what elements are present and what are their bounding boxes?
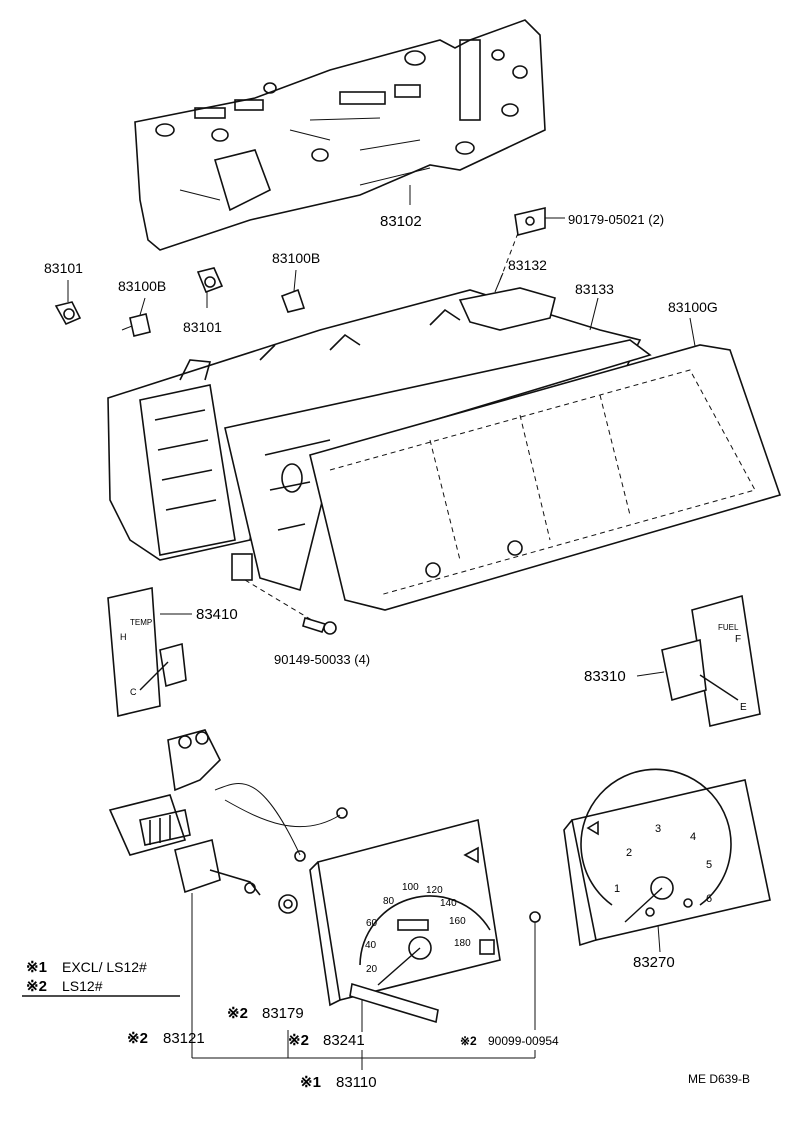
mounting-screw	[231, 553, 337, 635]
label-83270: 83270	[633, 954, 675, 971]
label-83121-mark: ※2	[127, 1030, 148, 1047]
speedo-40: 40	[365, 940, 377, 951]
tachometer-83270: 1 2 3 4 5 6	[563, 768, 771, 953]
fuel-e-mark: E	[740, 702, 747, 713]
label-83241-mark: ※2	[288, 1032, 309, 1049]
screw-plate	[499, 206, 565, 281]
bulb-socket-83101-right	[196, 267, 224, 308]
note2-text: LS12#	[62, 978, 103, 994]
speedometer-drive-83121	[108, 729, 348, 896]
tacho-4: 4	[690, 831, 696, 843]
fuel-f-mark: F	[735, 634, 741, 645]
label-83241: 83241	[323, 1032, 365, 1049]
speedo-140: 140	[440, 898, 457, 909]
label-90099-mark: ※2	[460, 1034, 477, 1048]
speedo-20: 20	[366, 964, 378, 975]
label-83110: 83110	[336, 1074, 377, 1091]
fuel-gauge-label: FUEL	[718, 623, 739, 632]
speedo-180: 180	[454, 938, 471, 949]
speedo-60: 60	[366, 918, 378, 929]
temp-c-mark: C	[130, 687, 137, 697]
label-83101-right: 83101	[183, 319, 222, 335]
label-83133: 83133	[575, 281, 614, 297]
bulb-socket-83101-left	[54, 280, 82, 326]
label-83310: 83310	[584, 668, 626, 685]
cluster-glass-83100G	[309, 317, 782, 611]
label-83100B-right: 83100B	[272, 250, 320, 266]
tacho-5: 5	[706, 859, 712, 871]
screw-90099	[529, 911, 541, 1030]
fuel-gauge-83310: FUEL F E	[636, 594, 761, 727]
bulb-83100B-right	[280, 269, 306, 313]
printed-circuit-board	[134, 19, 546, 251]
label-90179: 90179-05021 (2)	[568, 212, 664, 227]
label-83121: 83121	[163, 1030, 205, 1047]
tacho-1: 1	[614, 883, 620, 895]
label-83179: 83179	[262, 1005, 304, 1022]
reference-code: ME D639-B	[688, 1072, 750, 1086]
label-83100B-left: 83100B	[118, 278, 166, 294]
label-90149: 90149-50033 (4)	[274, 652, 370, 667]
tacho-2: 2	[626, 847, 632, 859]
temp-h-mark: H	[120, 632, 127, 642]
label-83410: 83410	[196, 606, 238, 623]
temp-gauge-label: TEMP	[130, 618, 152, 627]
speedo-100: 100	[402, 882, 419, 893]
assembly-bracket-lines	[22, 893, 536, 1070]
bracket-83132	[458, 272, 556, 331]
label-83101-left: 83101	[44, 260, 83, 276]
speedo-160: 160	[449, 916, 466, 927]
label-83110-mark: ※1	[300, 1074, 321, 1091]
grommet-83179	[278, 894, 298, 914]
tacho-6: 6	[706, 893, 712, 905]
label-83102: 83102	[380, 213, 422, 230]
label-90099: 90099-00954	[488, 1034, 559, 1048]
label-83132: 83132	[508, 257, 547, 273]
note1-mark: ※1	[26, 959, 47, 976]
speedo-120: 120	[426, 885, 443, 896]
temperature-gauge-83410: TEMP H C	[107, 587, 192, 717]
label-83100G: 83100G	[668, 299, 718, 315]
bulb-83100B-left	[121, 297, 151, 337]
speedometer-83241: 20 40 60 80 100 120 140 160 180	[309, 819, 501, 1032]
label-83179-mark: ※2	[227, 1005, 248, 1022]
note1-text: EXCL/ LS12#	[62, 959, 147, 975]
tacho-3: 3	[655, 823, 661, 835]
speedo-80: 80	[383, 896, 395, 907]
note2-mark: ※2	[26, 978, 47, 995]
